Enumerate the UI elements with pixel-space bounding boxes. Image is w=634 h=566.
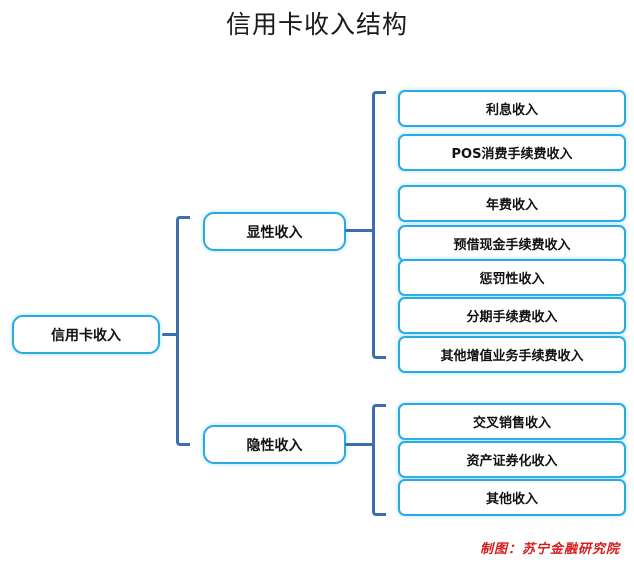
node-root[interactable]: 信用卡收入 bbox=[12, 315, 160, 354]
branch-implicit-bracket bbox=[372, 404, 386, 516]
credit-text: 制图：苏宁金融研究院 bbox=[479, 542, 620, 557]
leaf-node[interactable]: 年费收入 bbox=[398, 185, 626, 222]
root-bracket-stem bbox=[162, 333, 178, 336]
leaf-node[interactable]: 其他收入 bbox=[398, 479, 626, 516]
branch-explicit-bracket bbox=[372, 91, 386, 359]
branch-explicit-bracket-stem bbox=[345, 229, 374, 232]
leaf-node[interactable]: 惩罚性收入 bbox=[398, 259, 626, 296]
leaf-node[interactable]: POS消费手续费收入 bbox=[398, 134, 626, 171]
root-bracket bbox=[176, 216, 190, 446]
node-branch-implicit-income[interactable]: 隐性收入 bbox=[203, 425, 346, 464]
leaf-node[interactable]: 资产证券化收入 bbox=[398, 441, 626, 478]
leaf-node[interactable]: 交叉销售收入 bbox=[398, 403, 626, 440]
page-title: 信用卡收入结构 bbox=[225, 10, 408, 39]
leaf-node[interactable]: 分期手续费收入 bbox=[398, 297, 626, 334]
leaf-node[interactable]: 预借现金手续费收入 bbox=[398, 225, 626, 262]
node-branch-explicit-income[interactable]: 显性收入 bbox=[203, 212, 346, 251]
leaf-node[interactable]: 其他增值业务手续费收入 bbox=[398, 336, 626, 373]
leaf-node[interactable]: 利息收入 bbox=[398, 90, 626, 127]
branch-implicit-bracket-stem bbox=[345, 443, 374, 446]
